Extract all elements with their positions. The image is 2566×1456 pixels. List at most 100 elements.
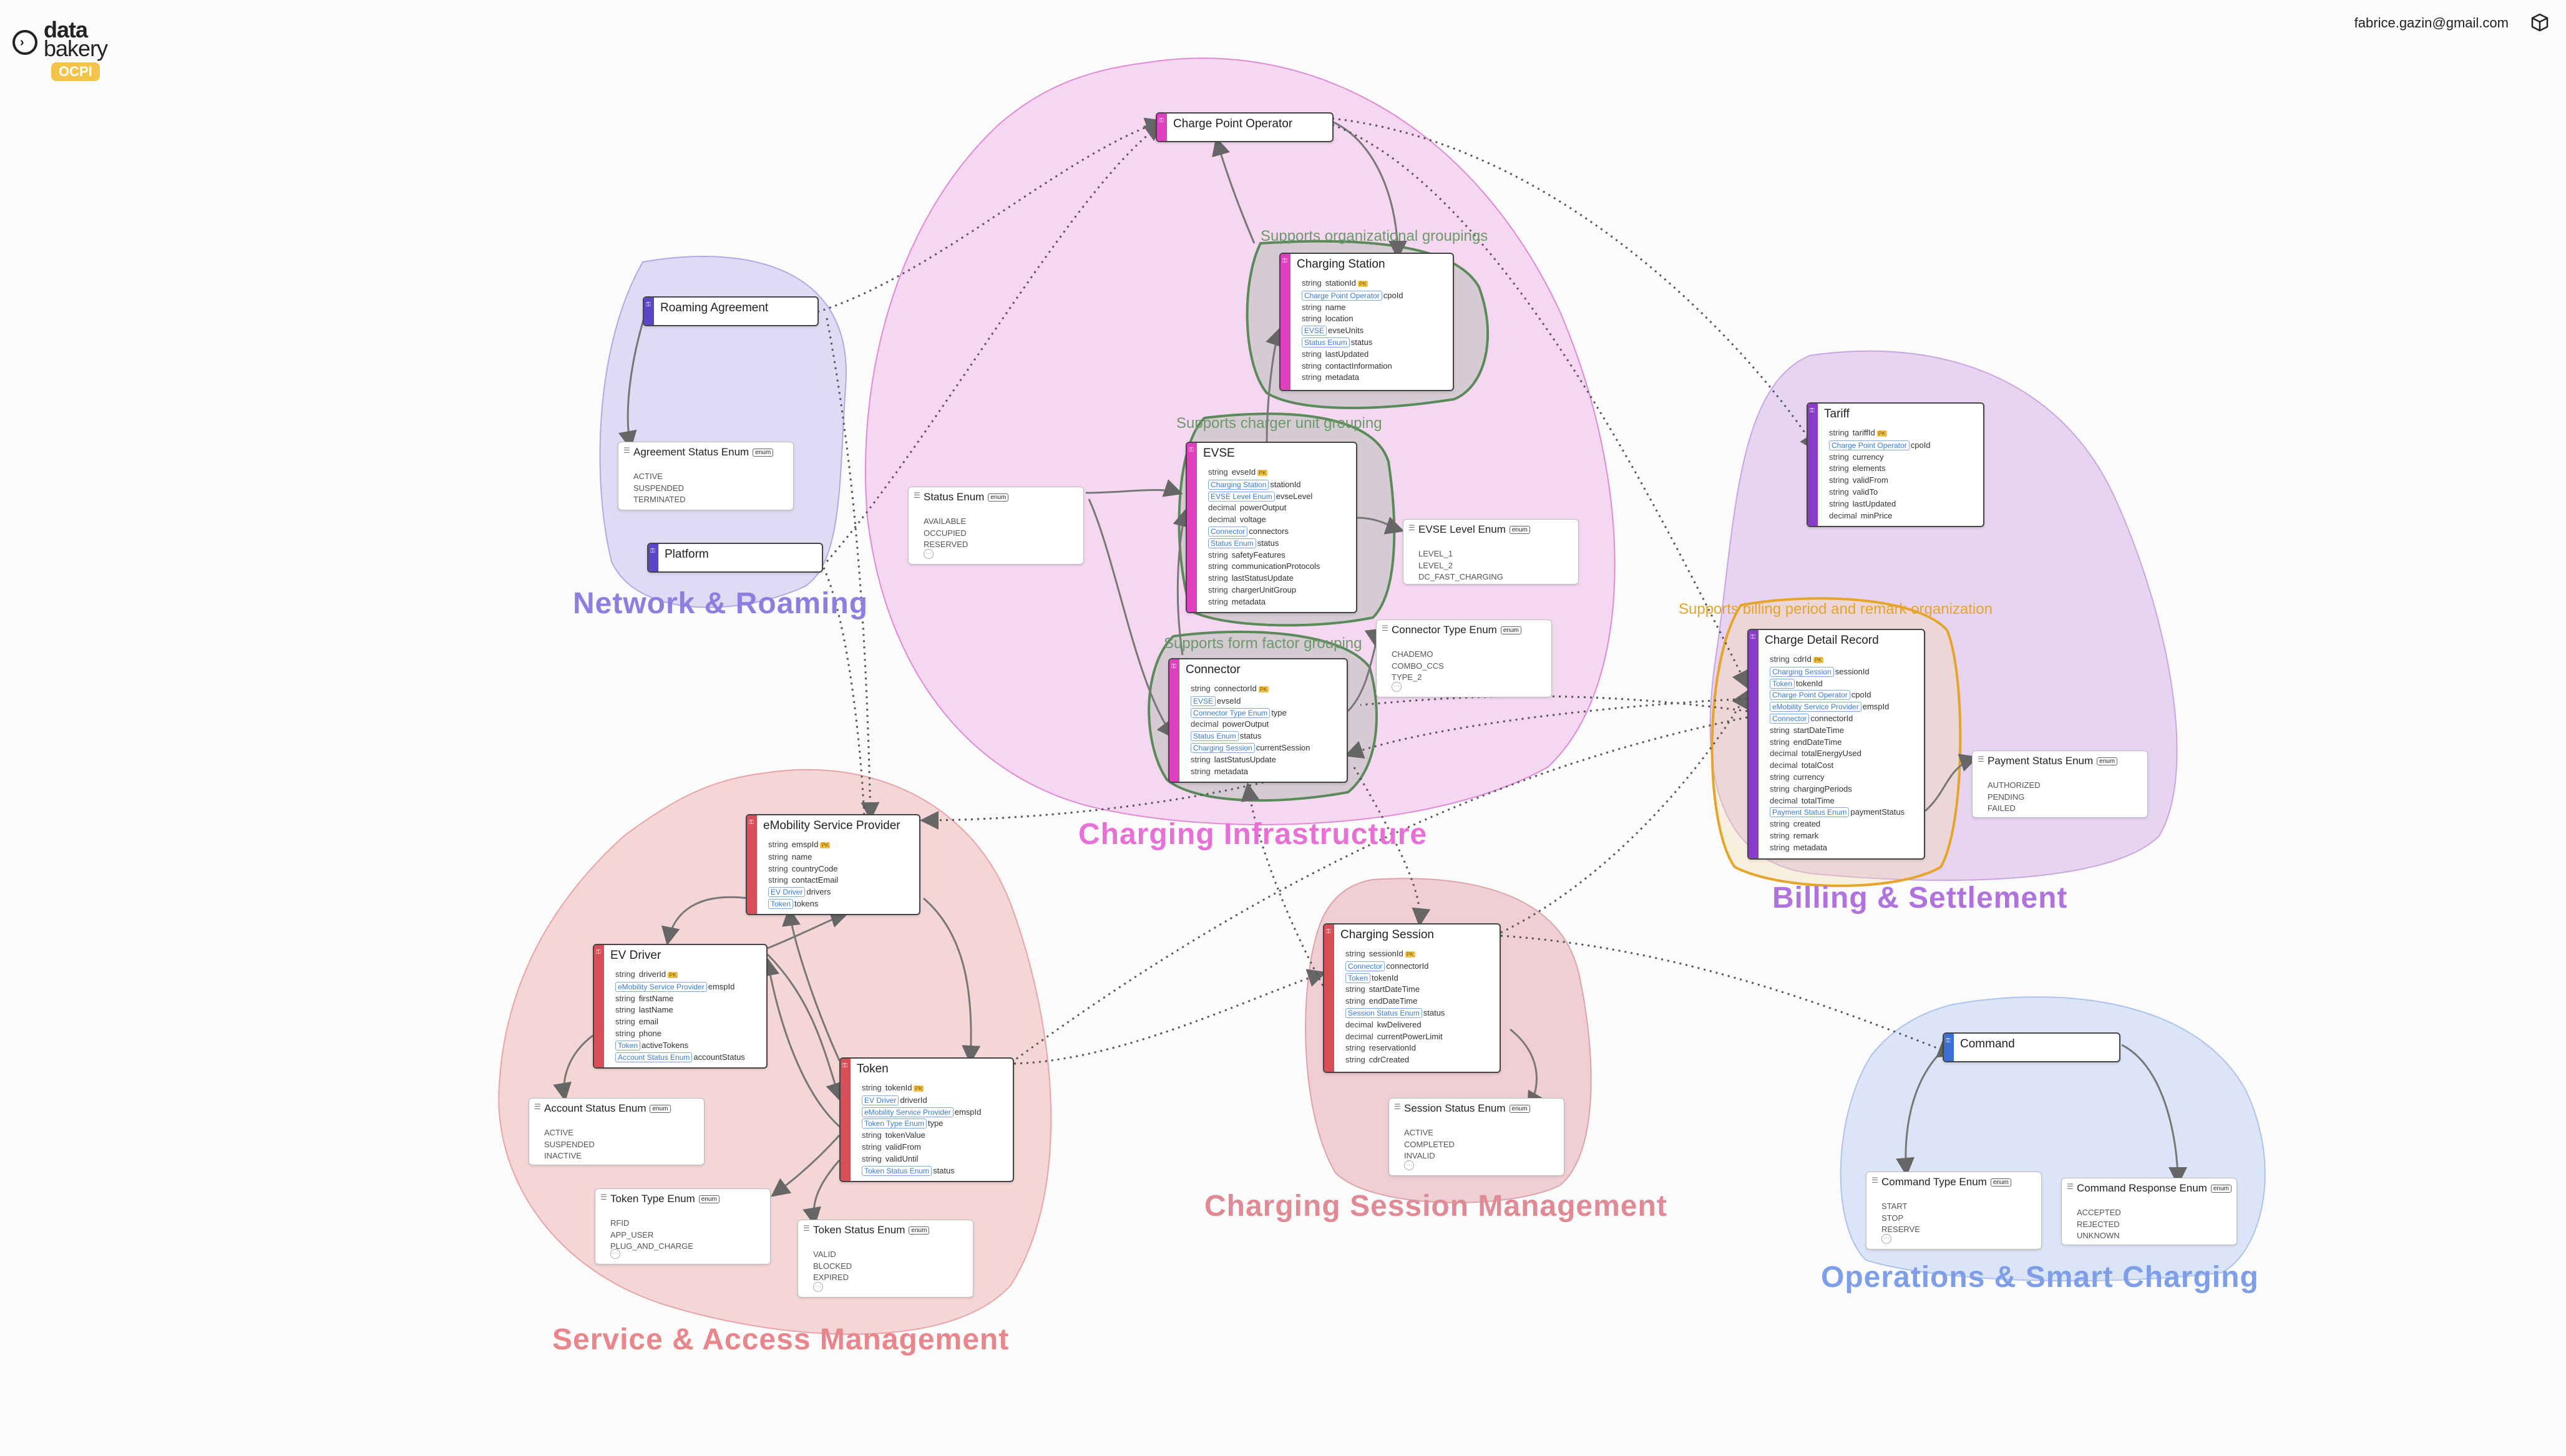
field-reference[interactable]: eMobility Service Provider xyxy=(862,1107,954,1117)
field-reference[interactable]: eMobility Service Provider xyxy=(1770,702,1861,712)
entity-roaming-agreement[interactable]: ⚿ Roaming Agreement xyxy=(643,296,819,326)
field-reference[interactable]: EVSE xyxy=(1191,696,1216,706)
more-values-icon[interactable]: ⋯ xyxy=(1404,1160,1414,1170)
field-reference[interactable]: EV Driver xyxy=(768,887,806,898)
field-reference[interactable]: Account Status Enum xyxy=(615,1052,693,1062)
field-reference[interactable]: Charge Point Operator xyxy=(1302,290,1382,301)
user-email[interactable]: fabrice.gazin@gmail.com xyxy=(2354,15,2509,31)
entity-platform[interactable]: ⚿ Platform xyxy=(647,543,823,573)
more-values-icon[interactable]: ⋯ xyxy=(610,1249,620,1259)
more-values-icon[interactable]: ⋯ xyxy=(1392,682,1402,692)
field-reference[interactable]: Token xyxy=(615,1040,641,1051)
more-values-icon[interactable]: ⋯ xyxy=(924,549,934,559)
field-reference[interactable]: Payment Status Enum xyxy=(1770,807,1850,818)
field-reference[interactable]: Status Enum xyxy=(1302,337,1350,347)
field-reference[interactable]: Connector xyxy=(1208,526,1248,536)
field-reference[interactable]: Charging Session xyxy=(1770,666,1834,677)
field-reference[interactable]: Connector xyxy=(1345,961,1385,971)
field-reference[interactable]: Charge Point Operator xyxy=(1770,690,1850,701)
more-values-icon[interactable]: ⋯ xyxy=(813,1282,823,1292)
field-reference[interactable]: eMobility Service Provider xyxy=(615,981,707,992)
menu-toggle-icon[interactable] xyxy=(12,30,37,55)
field-reference[interactable]: Connector Type Enum xyxy=(1191,707,1271,718)
field-reference[interactable]: Charge Point Operator xyxy=(1829,440,1910,450)
cube-icon[interactable] xyxy=(2530,12,2550,32)
field-reference[interactable]: Status Enum xyxy=(1191,731,1239,742)
field-reference[interactable]: EVSE xyxy=(1302,326,1327,336)
field-reference[interactable]: Connector xyxy=(1770,713,1810,724)
field-reference[interactable]: Token xyxy=(1345,973,1371,983)
